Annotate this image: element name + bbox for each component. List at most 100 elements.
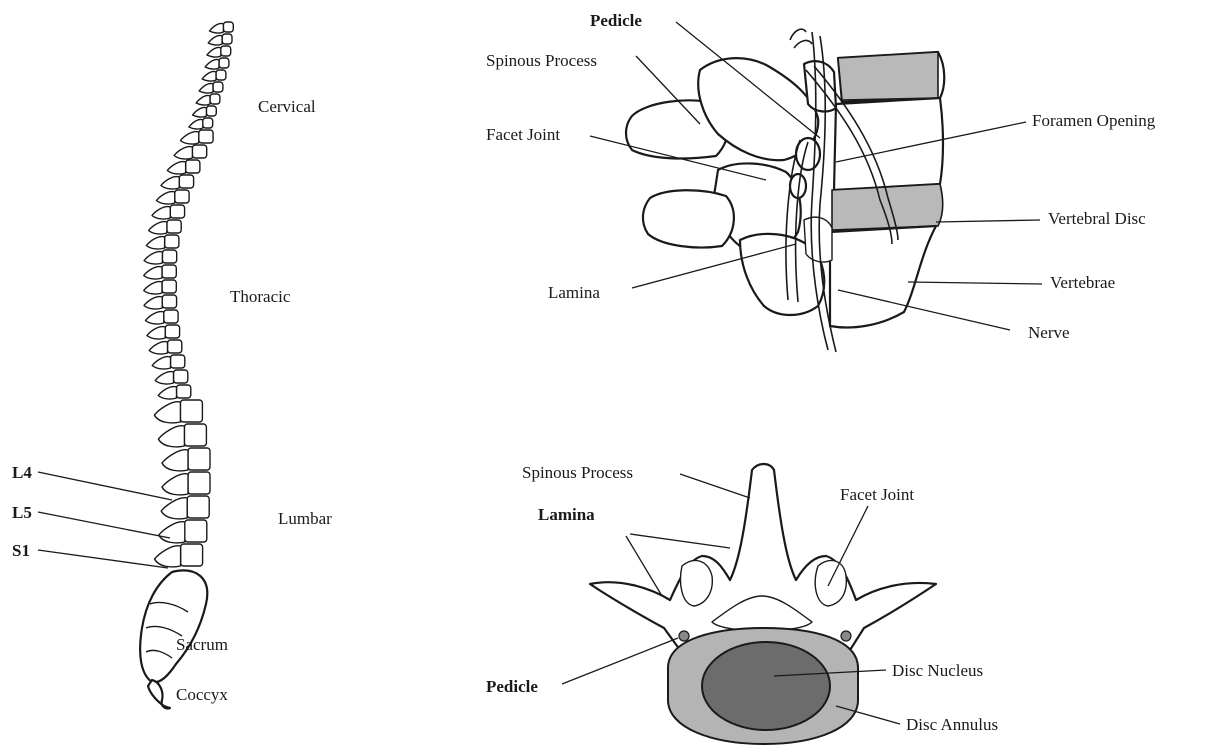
label-cervical: Cervical — [258, 97, 316, 116]
vertebra-body — [174, 370, 188, 383]
vertebra-body — [187, 496, 209, 518]
vertebra-body — [221, 46, 231, 56]
vertebra-body — [206, 106, 216, 116]
vertebra-posterior-element — [144, 267, 162, 279]
vertebra-body — [180, 400, 202, 422]
vertebra-posterior-element — [207, 47, 221, 57]
middle-vertebral-body — [834, 98, 943, 190]
label-pedicle-top: Pedicle — [590, 11, 642, 30]
spine-vertebrae — [144, 22, 234, 567]
label-disc-annulus: Disc Annulus — [906, 715, 998, 734]
spine-side-view-illustration — [140, 22, 233, 709]
vertebra-body — [171, 355, 185, 368]
label-foramen-opening: Foramen Opening — [1032, 111, 1156, 130]
vertebra-posterior-element — [161, 498, 187, 519]
vertebra-body — [188, 472, 210, 494]
vertebra-body — [186, 160, 200, 173]
vertebra-posterior-element — [152, 357, 170, 369]
vertebra-body — [167, 220, 181, 233]
axial-vertebra-illustration — [590, 464, 936, 744]
label-thoracic: Thoracic — [230, 287, 291, 306]
leader-vertebral-disc — [936, 220, 1040, 222]
label-facet-joint-axial: Facet Joint — [840, 485, 914, 504]
label-spinous-process-axial: Spinous Process — [522, 463, 633, 482]
vertebra-body — [162, 250, 176, 263]
label-vertebrae: Vertebrae — [1050, 273, 1115, 292]
vertebra-posterior-element — [161, 177, 179, 189]
vertebra-body — [181, 544, 203, 566]
vertebra-body — [162, 265, 176, 278]
vertebra-posterior-element — [149, 342, 167, 354]
vertebra-posterior-element — [208, 35, 222, 45]
vertebra-posterior-element — [144, 252, 162, 264]
label-sacrum: Sacrum — [176, 635, 228, 654]
vertebra-posterior-element — [196, 95, 210, 105]
disc-nucleus-shape — [702, 642, 830, 730]
vertebra-body — [164, 310, 178, 323]
vertebra-posterior-element — [155, 372, 173, 384]
vertebra-posterior-element — [158, 426, 184, 447]
label-nerve: Nerve — [1028, 323, 1070, 342]
vertebra-body — [199, 130, 213, 143]
label-s1: S1 — [12, 541, 30, 560]
pedicle-lower — [804, 217, 832, 262]
vertebra-posterior-element — [145, 312, 163, 324]
leader-facet-joint-axial — [828, 506, 868, 586]
label-facet-joint-top: Facet Joint — [486, 125, 560, 144]
label-l5: L5 — [12, 503, 32, 522]
upper-disc — [838, 52, 938, 100]
vertebra-posterior-element — [152, 207, 170, 219]
coccyx-bone — [148, 680, 170, 709]
vertebra-body — [175, 190, 189, 203]
vertebra-posterior-element — [149, 222, 167, 234]
vertebra-posterior-element — [199, 83, 213, 93]
label-pedicle-axial: Pedicle — [486, 677, 538, 696]
vertebra-body — [219, 58, 229, 68]
leader-pedicle-axial — [562, 638, 678, 684]
vertebra-body — [203, 118, 213, 128]
label-disc-nucleus: Disc Nucleus — [892, 661, 983, 680]
leader-s1 — [38, 550, 168, 568]
vertebra-body — [213, 82, 223, 92]
label-coccyx: Coccyx — [176, 685, 228, 704]
lower-spinous-process — [643, 190, 734, 247]
vertebra-posterior-element — [146, 237, 164, 249]
vertebra-posterior-element — [202, 71, 216, 81]
vertebra-body — [162, 280, 176, 293]
vertebra-posterior-element — [144, 297, 162, 309]
vertebra-body — [222, 34, 232, 44]
vertebra-posterior-element — [209, 23, 223, 33]
vertebra-body — [192, 145, 206, 158]
vertebra-posterior-element — [162, 450, 188, 471]
label-l4: L4 — [12, 463, 32, 482]
leader-lamina-axial-1 — [630, 534, 730, 548]
label-lamina-top: Lamina — [548, 283, 600, 302]
vertebra-posterior-element — [155, 546, 181, 567]
vertebra-body — [184, 424, 206, 446]
label-lumbar: Lumbar — [278, 509, 332, 528]
leader-l4 — [38, 472, 172, 500]
leader-vertebrae — [908, 282, 1042, 284]
vertebra-body — [179, 175, 193, 188]
vertebra-body — [216, 70, 226, 80]
vertebra-posterior-element — [180, 132, 198, 144]
vertebra-body — [210, 94, 220, 104]
vertebra-posterior-element — [144, 282, 162, 294]
label-lamina-axial: Lamina — [538, 505, 595, 524]
vertebra-posterior-element — [147, 327, 165, 339]
vertebra-body — [223, 22, 233, 32]
vertebra-body — [170, 205, 184, 218]
vertebra-posterior-element — [174, 147, 192, 159]
vertebra-posterior-element — [189, 119, 203, 129]
vertebra-posterior-element — [167, 162, 185, 174]
vertebra-posterior-element — [162, 474, 188, 495]
leader-spinous-process-axial — [680, 474, 750, 498]
vertebra-posterior-element — [159, 522, 185, 543]
vertebra-body — [177, 385, 191, 398]
label-spinous-process-top: Spinous Process — [486, 51, 597, 70]
vertebra-body — [168, 340, 182, 353]
lower-vertebral-body — [830, 226, 936, 327]
vertebra-posterior-element — [158, 387, 176, 399]
vertebra-posterior-element — [193, 107, 207, 117]
